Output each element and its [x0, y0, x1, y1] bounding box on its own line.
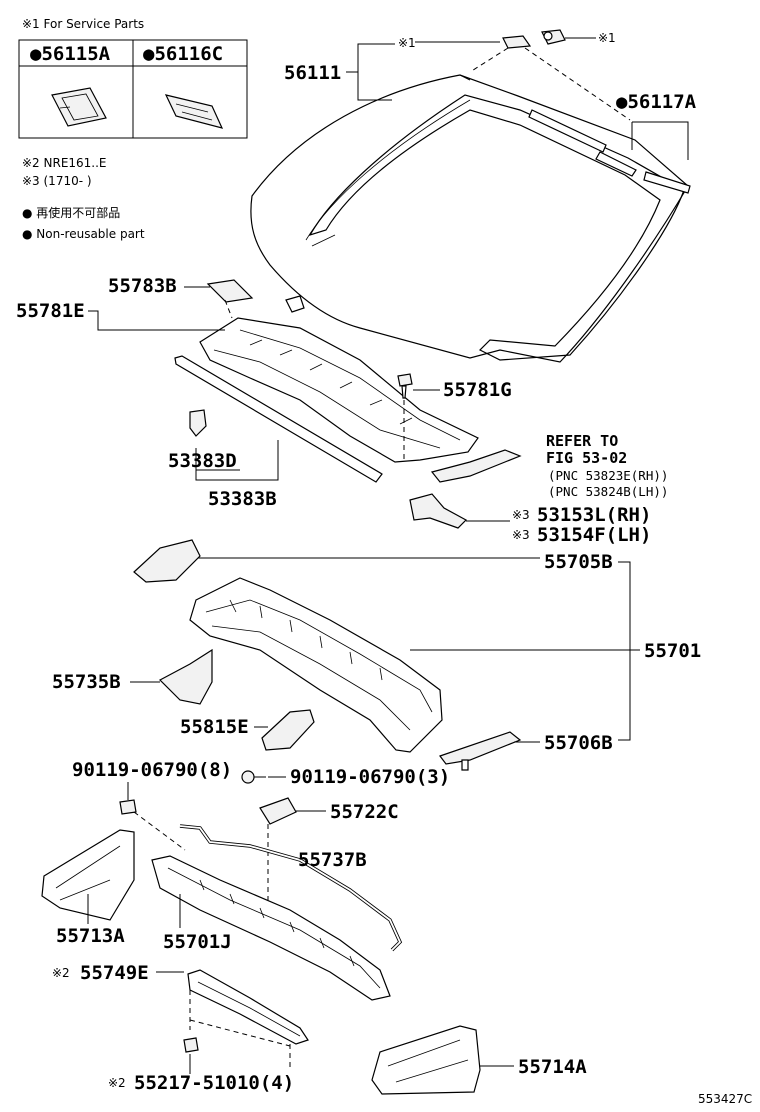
- note-3: ※3 (1710- ): [22, 174, 92, 188]
- label-55737B: 55737B: [298, 849, 367, 871]
- label-55706B: 55706B: [544, 732, 613, 754]
- label-55781E: 55781E: [16, 300, 85, 322]
- label-56117A: ●56117A: [616, 91, 697, 113]
- screw-55781G: [397, 373, 413, 399]
- refer-to-line1: REFER TO: [546, 432, 618, 450]
- label-55722C: 55722C: [330, 801, 399, 823]
- hood-clip-2: [541, 29, 566, 45]
- label-90119-06790-3: 90119-06790(3): [290, 766, 450, 788]
- clip-53383D: [189, 409, 207, 437]
- label-55735B: 55735B: [52, 671, 121, 693]
- cowl-side-seal-53383B: [174, 355, 383, 483]
- label-55783B: 55783B: [108, 275, 177, 297]
- clip-55217: [183, 1037, 199, 1053]
- label-53153L: 53153L(RH): [537, 504, 651, 526]
- label-55749E: 55749E: [80, 962, 149, 984]
- cowl-bracket-55815E: [261, 709, 315, 751]
- label-90119-06790-8: 90119-06790(8): [72, 759, 232, 781]
- hood-clip-1: [502, 35, 532, 49]
- service-part-56116C: ●56116C: [143, 43, 223, 65]
- refer-to-pnc-lh: (PNC 53824B(LH)): [548, 484, 668, 499]
- cowl-side-panel-55714A: [371, 1025, 481, 1095]
- label-55781G: 55781G: [443, 379, 512, 401]
- cowl-seal-55783B: [206, 279, 254, 303]
- note-2: ※2 NRE161..E: [22, 156, 107, 170]
- label-56111: 56111: [284, 62, 341, 84]
- clip-56115A-icon: [51, 87, 107, 127]
- hood-to-cowl-seal: [430, 449, 522, 483]
- cowl-side-panel-55713A: [41, 829, 135, 921]
- label-55701J: 55701J: [163, 931, 232, 953]
- hood-panel: [250, 74, 691, 363]
- label-55217-51010: 55217-51010(4): [134, 1072, 294, 1094]
- cowl-top-ventilator-louver: [199, 317, 479, 463]
- label-55815E: 55815E: [180, 716, 249, 738]
- figure-id: 553427C: [698, 1092, 752, 1106]
- label-53383B: 53383B: [208, 488, 277, 510]
- mark-note1-b: ※1: [598, 31, 616, 45]
- cowl-panel-55701: [189, 577, 443, 753]
- cowl-lower-reinforcement-55749E: [187, 969, 309, 1045]
- label-55714A: 55714A: [518, 1056, 587, 1078]
- refer-to-pnc-rh: (PNC 53823E(RH)): [548, 468, 668, 483]
- mark-note3-a: ※3: [512, 508, 530, 522]
- cowl-side-bracket-55706B: [439, 731, 522, 771]
- service-parts-note: ※1 For Service Parts: [22, 17, 144, 31]
- cowl-side-bracket-55705B: [133, 539, 201, 583]
- label-55705B: 55705B: [544, 551, 613, 573]
- bracket-55722C: [259, 797, 297, 825]
- cowl-brace-55735B: [159, 648, 213, 705]
- refer-to-line2: FIG 53-02: [546, 449, 627, 467]
- cowl-bracket-53153L-53154F: [409, 493, 467, 529]
- label-55701: 55701: [644, 640, 701, 662]
- label-53154F: 53154F(LH): [537, 524, 651, 546]
- bolt-90119-8: [119, 799, 137, 815]
- service-part-56115A: ●56115A: [30, 43, 111, 65]
- label-53383D: 53383D: [168, 450, 237, 472]
- legend-non-reusable-en: ● Non-reusable part: [22, 227, 145, 241]
- mark-note3-b: ※3: [512, 528, 530, 542]
- label-55713A: 55713A: [56, 925, 125, 947]
- legend-non-reusable-jp: ● 再使用不可部品: [22, 205, 120, 220]
- mark-note2-b: ※2: [108, 1076, 126, 1090]
- mark-note2-a: ※2: [52, 966, 70, 980]
- cable-55737B: [179, 824, 403, 952]
- mark-note1-a: ※1: [398, 36, 416, 50]
- cowl-panel-55701J: [151, 855, 391, 1001]
- clip-56116C-icon: [164, 94, 224, 129]
- service-parts-table: ●56115A ●56116C: [18, 39, 248, 139]
- bolt-90119-3: [241, 770, 266, 784]
